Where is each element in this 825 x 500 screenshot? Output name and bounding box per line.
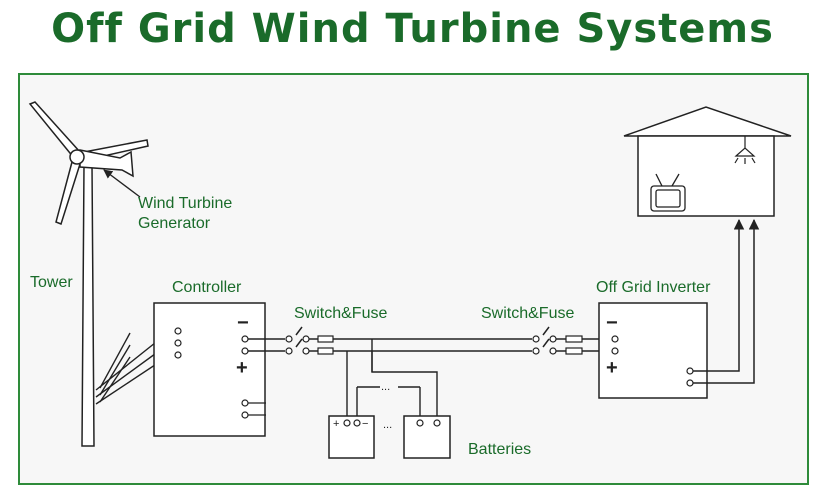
inverter-label: Off Grid Inverter bbox=[596, 279, 711, 296]
fuses bbox=[317, 335, 583, 355]
tv-icon bbox=[650, 173, 686, 212]
battery-left bbox=[328, 415, 375, 459]
switch-fuse-label-right: Switch&Fuse bbox=[481, 305, 574, 322]
inverter-plus-sign: + bbox=[606, 357, 618, 379]
battery-link-dots: ... bbox=[381, 381, 390, 393]
switch-contacts bbox=[285, 335, 557, 355]
batteries bbox=[328, 415, 451, 459]
turbine-nacelle bbox=[79, 149, 134, 178]
controller-minus-sign: − bbox=[237, 312, 249, 334]
ceiling-lamp-icon bbox=[734, 136, 756, 164]
battery-plus-sign: + bbox=[333, 418, 339, 430]
batteries-label: Batteries bbox=[468, 441, 531, 458]
battery-series-dots: ... bbox=[383, 419, 392, 431]
wind-turbine-label: Wind Turbine bbox=[138, 195, 232, 212]
inverter-minus-sign: − bbox=[606, 312, 618, 334]
controller-label: Controller bbox=[172, 279, 242, 296]
wind-turbine bbox=[28, 101, 149, 447]
controller-plus-sign: + bbox=[236, 357, 248, 379]
page-title: Off Grid Wind Turbine Systems bbox=[51, 6, 774, 52]
battery-terminals bbox=[343, 419, 441, 427]
battery-right bbox=[403, 415, 451, 459]
battery-minus-sign: − bbox=[362, 418, 368, 430]
turbine-pointer-arrow bbox=[103, 169, 141, 198]
ac-output-lines bbox=[693, 218, 760, 384]
turbine-blade bbox=[55, 161, 81, 225]
battery-wiring bbox=[346, 339, 438, 420]
tower-label: Tower bbox=[30, 274, 73, 291]
tower-pole bbox=[81, 164, 95, 447]
switch-fuse-label-left: Switch&Fuse bbox=[294, 305, 387, 322]
house-roof bbox=[623, 106, 792, 137]
turbine-blade bbox=[28, 101, 82, 160]
controller-terminals bbox=[174, 327, 249, 419]
turbine-hub bbox=[69, 149, 85, 165]
house bbox=[623, 106, 792, 217]
generator-label: Generator bbox=[138, 215, 211, 232]
controller-stubs bbox=[248, 402, 266, 416]
